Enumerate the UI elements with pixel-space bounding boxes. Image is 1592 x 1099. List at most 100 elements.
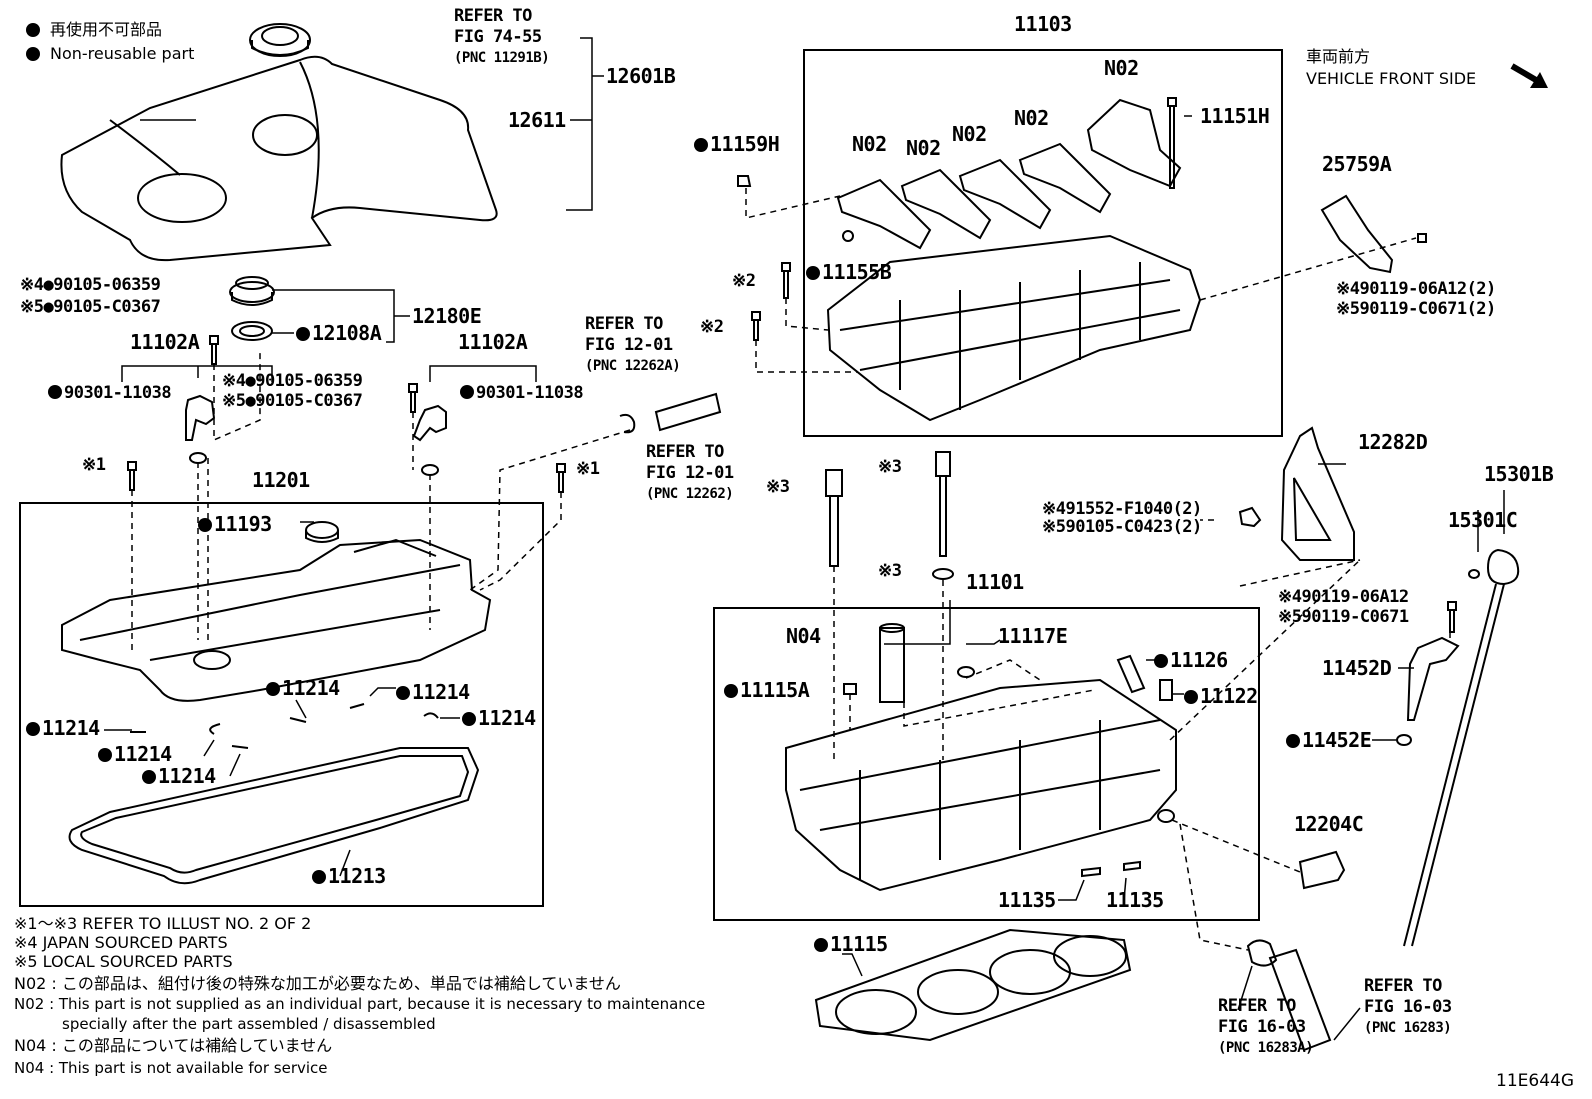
non-reusable-icon	[142, 770, 156, 784]
part-label-11159h[interactable]: 11159H	[694, 134, 780, 154]
part-label-11151h[interactable]: 11151H	[1200, 104, 1270, 128]
refer-fig-74-55[interactable]: REFER TO FIG 74-55 (PNC 11291B)	[454, 6, 550, 69]
part-label-11213[interactable]: 11213	[312, 866, 386, 886]
non-reusable-icon	[312, 870, 326, 884]
ref-mark-1-left: ※1	[82, 455, 106, 475]
front-side-en: VEHICLE FRONT SIDE	[1306, 69, 1477, 88]
note-japan-sourced: ※4 JAPAN SOURCED PARTS	[14, 933, 228, 952]
part-label-11135-b[interactable]: 11135	[1106, 888, 1164, 912]
part-number: 11193	[214, 512, 272, 536]
part-number: 11214	[282, 676, 340, 700]
vehicle-front-side-label: 車両前方 VEHICLE FRONT SIDE	[1306, 46, 1476, 90]
part-label-11117e[interactable]: 11117E	[998, 624, 1068, 648]
engine-cover-12611	[60, 55, 498, 262]
part-label-n02-5[interactable]: N02	[852, 132, 887, 156]
non-reusable-icon	[1184, 690, 1198, 704]
non-reusable-icon	[1286, 734, 1300, 748]
part-label-90119-c0671[interactable]: ※590119-C0671	[1278, 607, 1409, 627]
part-label-11214-b[interactable]: 11214	[396, 682, 470, 702]
non-reusable-icon	[98, 748, 112, 762]
refer-fig-12-01-b[interactable]: REFER TO FIG 12-01 (PNC 12262)	[646, 442, 734, 505]
part-label-90105-c0367-left[interactable]: ※5●90105-C0367	[20, 297, 161, 317]
non-reusable-icon	[266, 682, 280, 696]
part-label-90119-06a12[interactable]: ※490119-06A12	[1278, 587, 1409, 607]
bolt-set	[127, 97, 1457, 633]
part-label-25759a[interactable]: 25759A	[1322, 152, 1392, 176]
part-label-11135-a[interactable]: 11135	[998, 888, 1056, 912]
non-reusable-icon	[198, 518, 212, 532]
part-label-n02-1[interactable]: N02	[1104, 56, 1139, 80]
part-label-90301-left[interactable]: 90301-11038	[48, 384, 172, 403]
part-label-11103[interactable]: 11103	[1014, 12, 1072, 36]
refer-line: REFER TO	[454, 6, 532, 26]
refer-line: REFER TO	[646, 442, 724, 462]
bullet-icon	[26, 47, 40, 61]
refer-line: (PNC 12262)	[646, 486, 734, 502]
cylinder-head-cover	[61, 521, 492, 702]
part-number: 11126	[1170, 648, 1228, 672]
part-label-91552-f1040[interactable]: ※491552-F1040(2)	[1042, 499, 1202, 519]
part-label-11214-e[interactable]: 11214	[98, 744, 172, 764]
part-label-12180e[interactable]: 12180E	[412, 304, 482, 328]
part-label-n04[interactable]: N04	[786, 624, 821, 648]
refer-line: (PNC 16283A)	[1218, 1040, 1314, 1056]
part-label-11102a-right[interactable]: 11102A	[458, 330, 528, 354]
part-label-90119-c0671-2[interactable]: ※590119-C0671(2)	[1336, 299, 1496, 319]
part-label-n02-2[interactable]: N02	[1014, 106, 1049, 130]
non-reusable-icon	[48, 385, 62, 399]
ref-mark-3-b: ※3	[766, 477, 790, 497]
part-label-90105-c0367-right[interactable]: ※5●90105-C0367	[222, 391, 363, 411]
cylinder-head	[785, 678, 1177, 892]
part-number: 11214	[478, 706, 536, 730]
part-label-11214-c[interactable]: 11214	[462, 708, 536, 728]
refer-fig-16-03-a[interactable]: REFER TO FIG 16-03 (PNC 16283A)	[1218, 996, 1314, 1059]
part-label-n02-3[interactable]: N02	[952, 122, 987, 146]
part-number: 11213	[328, 864, 386, 888]
part-label-12108a[interactable]: 12108A	[296, 323, 382, 343]
part-label-12204c[interactable]: 12204C	[1294, 812, 1364, 836]
part-label-90119-06a12-2[interactable]: ※490119-06A12(2)	[1336, 279, 1496, 299]
part-label-12282d[interactable]: 12282D	[1358, 430, 1428, 454]
part-label-12601b[interactable]: 12601B	[606, 64, 676, 88]
part-label-11201[interactable]: 11201	[252, 468, 310, 492]
non-reusable-icon	[462, 712, 476, 726]
cam-position-sensor-left	[185, 394, 216, 441]
part-label-11155b[interactable]: 11155B	[806, 260, 892, 284]
non-reusable-icon	[296, 327, 310, 341]
bracket-25759a	[1320, 194, 1394, 274]
legend-non-reusable-en: Non-reusable part	[26, 44, 194, 64]
part-label-90105-06359-left[interactable]: ※4●90105-06359	[20, 275, 161, 295]
part-label-11193[interactable]: 11193	[198, 514, 272, 534]
part-label-90105-06359-right[interactable]: ※4●90105-06359	[222, 371, 363, 391]
part-label-11214-f[interactable]: 11214	[142, 766, 216, 786]
part-label-11214-d[interactable]: 11214	[26, 718, 100, 738]
part-label-11115[interactable]: 11115	[814, 934, 888, 954]
refer-line: FIG 12-01	[646, 463, 734, 483]
part-label-12611[interactable]: 12611	[508, 108, 566, 132]
part-number: 11452E	[1302, 728, 1372, 752]
part-label-11126[interactable]: 11126	[1154, 650, 1228, 670]
note-n04-ja: N04 : この部品については補給していません	[14, 1036, 333, 1055]
part-label-15301c[interactable]: 15301C	[1448, 508, 1518, 532]
part-label-11115a[interactable]: 11115A	[724, 680, 810, 700]
refer-fig-12-01-a[interactable]: REFER TO FIG 12-01 (PNC 12262A)	[585, 314, 681, 377]
non-reusable-icon	[814, 938, 828, 952]
box-11103	[803, 49, 1283, 437]
part-label-11214-a[interactable]: 11214	[266, 678, 340, 698]
part-label-11102a-left[interactable]: 11102A	[130, 330, 200, 354]
part-label-11122[interactable]: 11122	[1184, 686, 1258, 706]
part-number: 11155B	[822, 260, 892, 284]
note-local-sourced: ※5 LOCAL SOURCED PARTS	[14, 952, 233, 971]
part-label-11452e[interactable]: 11452E	[1286, 728, 1372, 752]
refer-fig-16-03-b[interactable]: REFER TO FIG 16-03 (PNC 16283)	[1364, 976, 1452, 1039]
part-label-90105-c0423[interactable]: ※590105-C0423(2)	[1042, 517, 1202, 537]
cylinder-head-gasket	[814, 928, 1132, 1042]
part-label-11101[interactable]: 11101	[966, 570, 1024, 594]
oil-dipstick	[1486, 548, 1520, 586]
ref-mark-2-b: ※2	[700, 317, 724, 337]
part-label-11452d[interactable]: 11452D	[1322, 656, 1392, 680]
part-label-n02-4[interactable]: N02	[906, 136, 941, 160]
part-label-15301b[interactable]: 15301B	[1484, 462, 1554, 486]
part-label-90301-right[interactable]: 90301-11038	[460, 384, 584, 403]
part-number: 11214	[114, 742, 172, 766]
